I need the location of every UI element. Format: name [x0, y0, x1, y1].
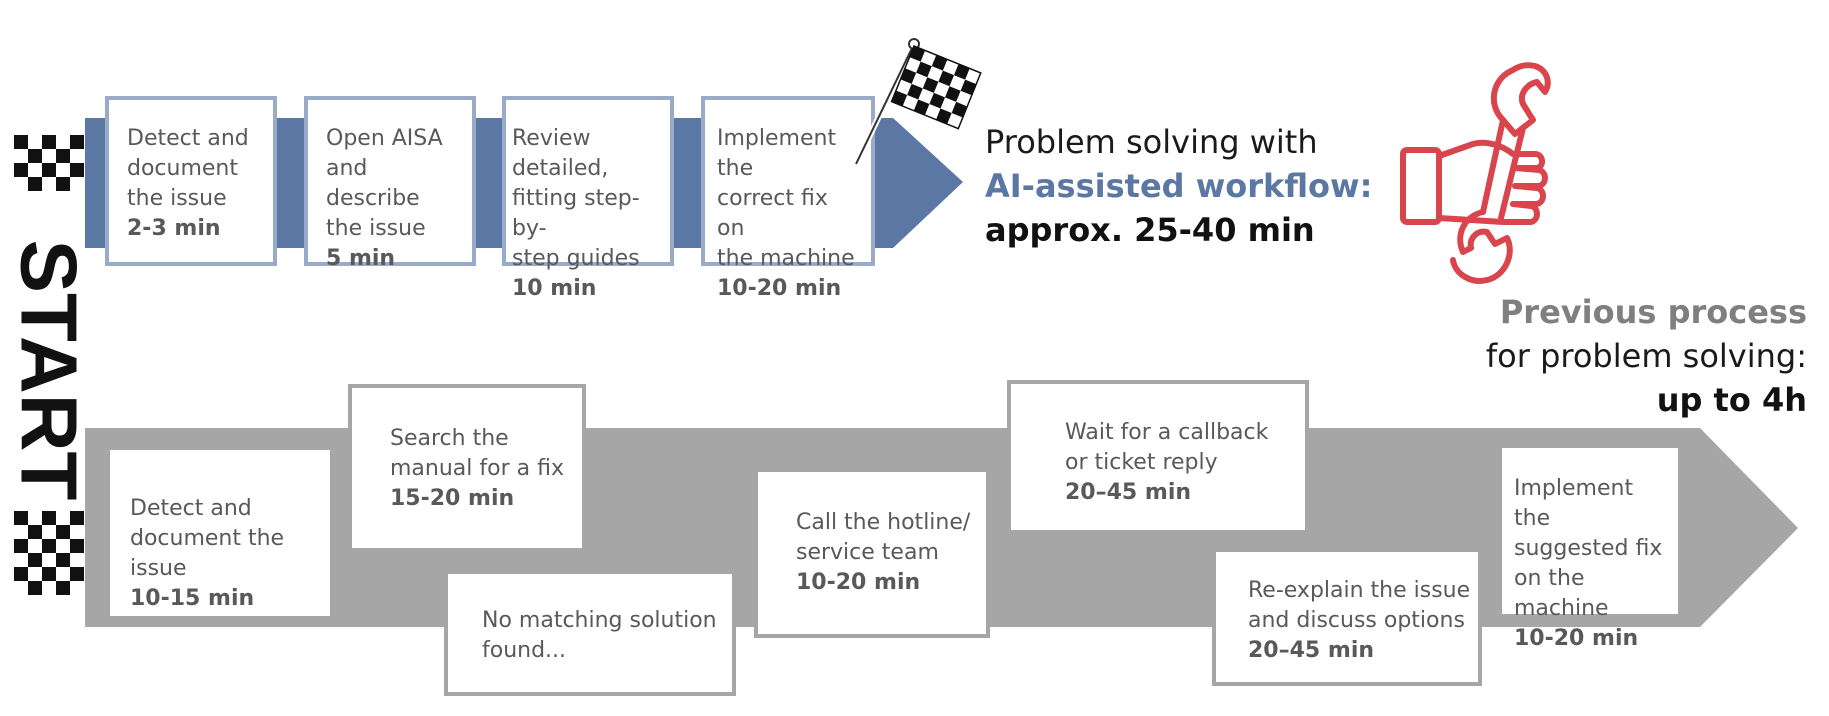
step-text: Open AISA [326, 126, 443, 151]
step-text: Implement the [1514, 476, 1634, 531]
ai-step-1: Detect and document the issue 2-3 min [105, 96, 277, 266]
step-text: the machine [717, 246, 855, 271]
prev-summary-line1: Previous process [1499, 293, 1807, 331]
checkered-start-pattern [14, 135, 84, 191]
ai-step-4: Implement the correct fix on the machine… [701, 96, 875, 301]
step-text: Implement the [717, 126, 837, 181]
step-duration: 20–45 min [1065, 480, 1192, 505]
ai-step-2: Open AISA and describe the issue 5 min [304, 96, 476, 271]
step-duration: 15-20 min [390, 486, 515, 511]
step-text: fitting step-by- [512, 186, 640, 241]
step-duration: 10-20 min [1514, 626, 1639, 651]
step-duration: 10-20 min [717, 276, 842, 301]
step-text: on the machine [1514, 566, 1609, 621]
ai-summary-line3: approx. 25-40 min [985, 211, 1315, 249]
prev-step-3: No matching solution found... [444, 570, 736, 696]
step-text: service team [796, 540, 939, 565]
ai-summary-line1: Problem solving with [985, 123, 1318, 161]
step-text: manual for a fix [390, 456, 564, 481]
step-text: found... [482, 638, 567, 663]
step-duration: 20–45 min [1248, 638, 1375, 663]
prev-step-4: Call the hotline/ service team 10-20 min [754, 468, 990, 638]
step-text: Detect and [130, 496, 252, 521]
step-text: Re-explain the issue [1248, 578, 1471, 603]
step-text: or ticket reply [1065, 450, 1218, 475]
step-text: suggested fix [1514, 536, 1663, 561]
step-duration: 10-15 min [130, 586, 255, 611]
step-text: step guides [512, 246, 640, 271]
step-text: Search the [390, 426, 509, 451]
step-text: correct fix on [717, 186, 828, 241]
step-text: Detect and [127, 126, 249, 151]
step-text: Review detailed, [512, 126, 609, 181]
step-text: Wait for a callback [1065, 420, 1269, 445]
step-text: the issue [127, 186, 227, 211]
step-text: Call the hotline/ [796, 510, 971, 535]
previous-process-summary: Previous process for problem solving: up… [1486, 290, 1807, 422]
checkered-end-pattern [14, 511, 84, 595]
step-text: and describe [326, 156, 420, 211]
prev-step-2: Search the manual for a fix 15-20 min [348, 384, 586, 552]
checkered-flag-icon [853, 38, 982, 166]
prev-step-5: Wait for a callback or ticket reply 20–4… [1007, 380, 1309, 534]
step-text: No matching solution [482, 608, 717, 633]
step-duration: 5 min [326, 246, 396, 271]
step-text: and discuss options [1248, 608, 1465, 633]
step-text: document the issue [130, 526, 285, 581]
ai-summary-line2: AI-assisted workflow: [985, 167, 1373, 205]
start-label: START [14, 240, 84, 501]
prev-step-7: Implement the suggested fix on the machi… [1502, 448, 1678, 651]
step-text: document [127, 156, 238, 181]
prev-summary-line2: for problem solving: [1485, 337, 1807, 375]
prev-step-6: Re-explain the issue and discuss options… [1212, 548, 1482, 686]
ai-workflow-summary: Problem solving with AI-assisted workflo… [985, 120, 1372, 252]
hand-holding-wrench-icon [1400, 62, 1551, 284]
ai-step-3: Review detailed, fitting step-by- step g… [502, 96, 674, 301]
start-label-graphic: START [14, 135, 84, 595]
step-text: the issue [326, 216, 426, 241]
step-duration: 10 min [512, 276, 597, 301]
prev-summary-line3: up to 4h [1656, 381, 1807, 419]
prev-step-1: Detect and document the issue 10-15 min [110, 450, 330, 616]
step-duration: 10-20 min [796, 570, 921, 595]
step-duration: 2-3 min [127, 216, 221, 241]
